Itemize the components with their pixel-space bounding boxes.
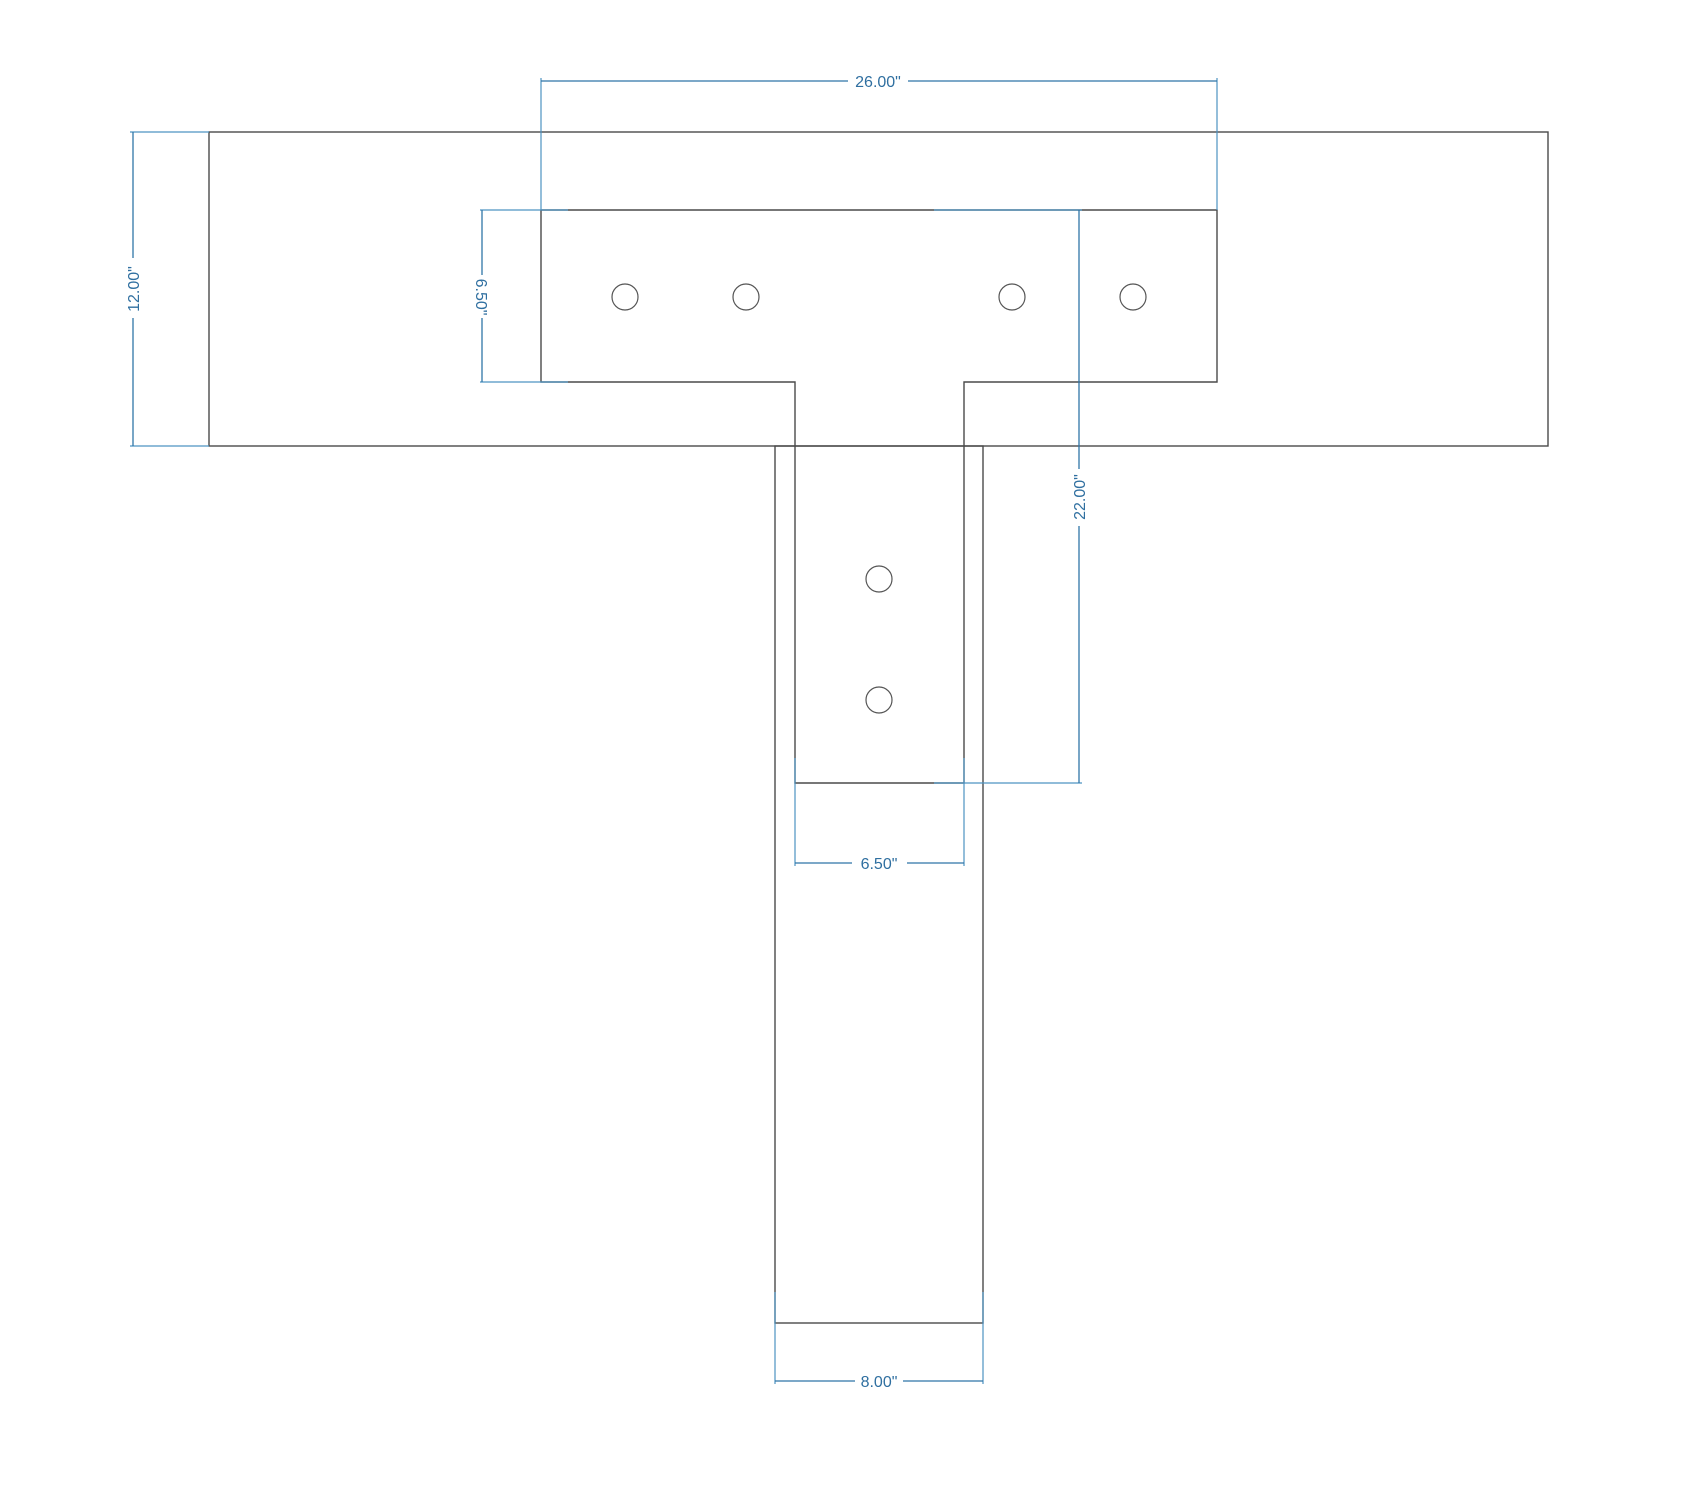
dimension-post-width: 8.00" xyxy=(774,1292,984,1391)
dimension-label: 26.00" xyxy=(855,74,901,91)
post-outline xyxy=(774,445,984,1324)
bolt-hole-icon xyxy=(865,565,893,593)
dimension-stem-width: 6.50" xyxy=(794,758,965,873)
bolt-hole-icon xyxy=(1119,283,1147,311)
bolt-hole-icon xyxy=(732,283,760,311)
dimension-plate-total-height: 22.00" xyxy=(934,209,1089,784)
dimension-plate-top-width: 26.00" xyxy=(540,74,1218,210)
dimension-label: 6.50" xyxy=(861,856,898,873)
dimension-label: 12.00" xyxy=(126,266,143,312)
dimension-flange-height: 6.50" xyxy=(472,209,568,383)
bolt-hole-icon xyxy=(865,686,893,714)
t-plate-outline xyxy=(540,209,1218,784)
beam-outline xyxy=(208,131,1549,447)
dimension-beam-height: 12.00" xyxy=(126,131,209,447)
dimension-label: 22.00" xyxy=(1072,474,1089,520)
dimension-label: 8.00" xyxy=(861,1374,898,1391)
dimension-label: 6.50" xyxy=(472,279,489,316)
bolt-hole-icon xyxy=(611,283,639,311)
bolt-hole-icon xyxy=(998,283,1026,311)
